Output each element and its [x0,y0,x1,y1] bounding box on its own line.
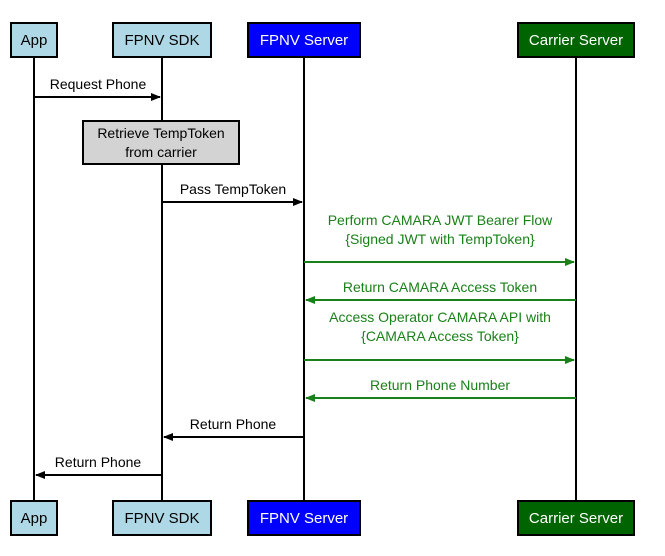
message-label-return-phone-sdk-app: Return Phone [54,454,142,470]
message-label-return-phone-server-sdk: Return Phone [189,416,277,432]
message-label-perform-camara-jwt-bearer-flow: Perform CAMARA JWT Bearer Flow {Signed J… [328,211,553,249]
actor-app-top[interactable]: App [10,22,58,58]
actor-carrier-server-label-bottom: Carrier Server [528,509,624,527]
actor-fpnv-sdk-top[interactable]: FPNV SDK [112,22,212,58]
message-label-access-operator-camara-api: Access Operator CAMARA API with {CAMARA … [329,308,551,346]
actor-carrier-server-label-top: Carrier Server [528,31,624,49]
actor-fpnv-server-label-bottom: FPNV Server [259,509,349,527]
message-label-access-operator-camara-api-line2: {CAMARA Access Token} [361,328,519,344]
actor-fpnv-sdk-label-top: FPNV SDK [124,31,200,49]
actor-fpnv-sdk-bottom[interactable]: FPNV SDK [112,500,212,536]
actor-fpnv-server-label-top: FPNV Server [259,31,349,49]
message-label-return-phone-number: Return Phone Number [369,377,511,393]
actor-carrier-server-top[interactable]: Carrier Server [517,22,635,58]
message-label-pass-temptoken: Pass TempToken [179,181,287,197]
actor-app-bottom[interactable]: App [10,500,58,536]
message-label-perform-camara-jwt-line1: Perform CAMARA JWT Bearer Flow [327,212,553,228]
note-retrieve-temptoken: Retrieve TempToken from carrier [82,120,240,165]
note-retrieve-temptoken-line2: from carrier [125,143,197,160]
message-label-request-phone: Request Phone [49,76,147,92]
message-label-perform-camara-jwt-line2: {Signed JWT with TempToken} [345,231,535,247]
note-retrieve-temptoken-line1: Retrieve TempToken [97,124,225,141]
message-label-return-camara-access-token: Return CAMARA Access Token [342,279,538,295]
actor-carrier-server-bottom[interactable]: Carrier Server [517,500,635,536]
actor-fpnv-sdk-label-bottom: FPNV SDK [124,509,200,527]
actor-fpnv-server-bottom[interactable]: FPNV Server [247,500,361,536]
actor-fpnv-server-top[interactable]: FPNV Server [247,22,361,58]
actor-app-label-top: App [20,31,48,49]
message-label-access-operator-camara-api-line1: Access Operator CAMARA API with [329,309,551,325]
actor-app-label-bottom: App [20,509,48,527]
